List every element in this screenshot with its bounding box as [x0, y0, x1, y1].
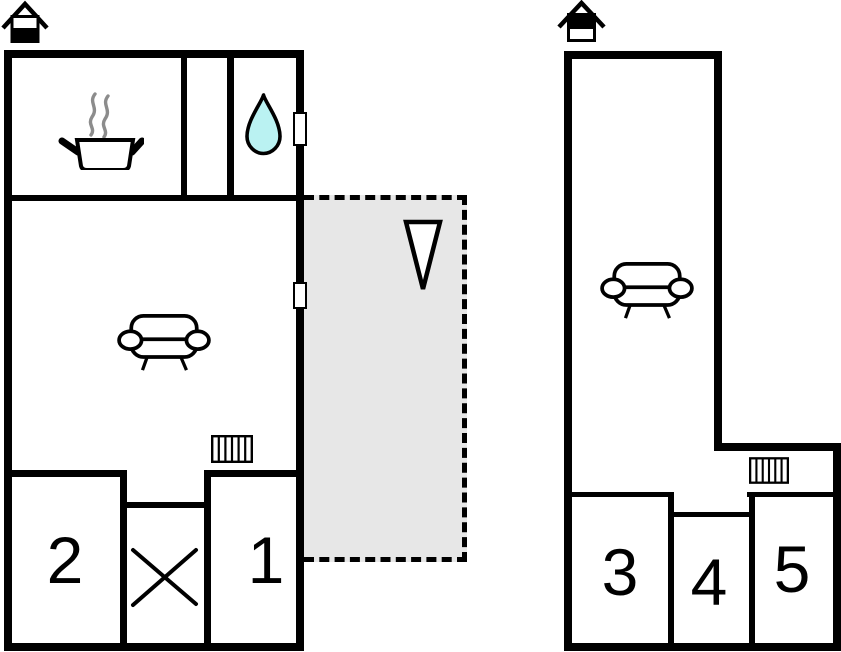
wall	[204, 470, 211, 651]
room-label-3: 3	[601, 535, 639, 609]
radiator-icon	[749, 457, 789, 484]
room-label-4: 4	[690, 545, 728, 619]
cooking-pot-icon	[58, 92, 144, 170]
stairs-cross-icon	[131, 548, 198, 607]
wall	[749, 492, 755, 651]
wall	[4, 643, 304, 651]
room-label-2: 2	[46, 523, 84, 597]
wall	[564, 51, 572, 651]
wall	[564, 643, 841, 651]
wall	[747, 492, 839, 497]
wall	[564, 492, 674, 497]
window-marker	[293, 112, 307, 146]
entrance-house-icon	[557, 0, 606, 42]
radiator-icon	[211, 435, 253, 463]
window-marker	[293, 282, 307, 309]
wall	[668, 492, 674, 651]
wall	[4, 470, 127, 477]
wall	[127, 502, 204, 508]
sofa-icon	[117, 314, 211, 371]
wall	[4, 50, 304, 58]
wall	[564, 51, 722, 59]
sofa-icon	[600, 262, 694, 319]
wall	[181, 56, 187, 197]
room-label-5: 5	[773, 532, 811, 606]
wall	[227, 56, 234, 197]
wall	[204, 470, 304, 477]
entrance-house-icon	[1, 0, 49, 43]
terrace-area	[304, 195, 467, 562]
water-drop-icon	[245, 93, 282, 156]
wall	[714, 51, 722, 451]
wall	[120, 470, 127, 651]
wall	[296, 50, 304, 651]
room-label-1: 1	[247, 523, 285, 597]
wall	[833, 443, 841, 651]
wall	[4, 195, 304, 201]
wall	[4, 50, 12, 651]
wall	[668, 512, 755, 517]
north-arrow-icon	[403, 219, 443, 290]
wall	[714, 443, 841, 451]
